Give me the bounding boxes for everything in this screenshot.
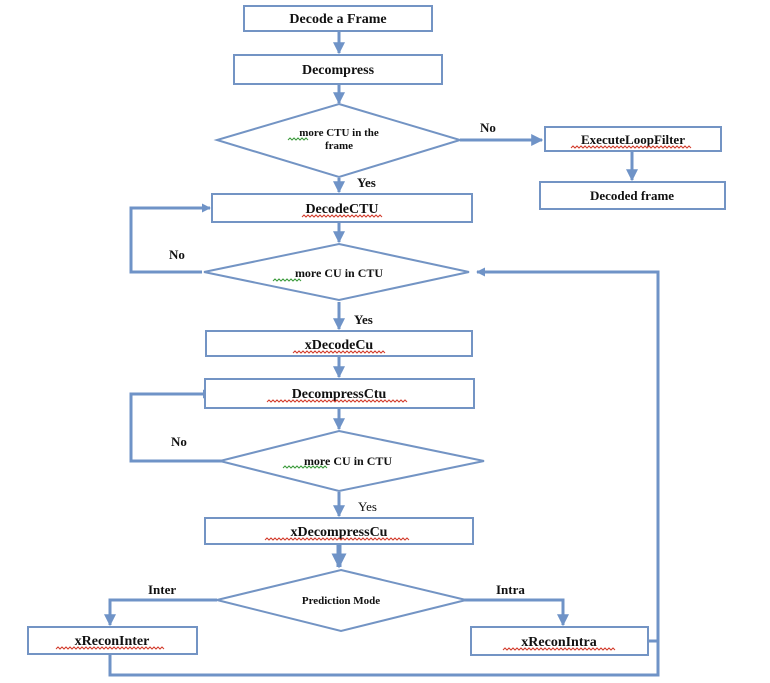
xrecon-intra-label: xReconIntra [521,635,596,650]
xdecode-cu-label: xDecodeCu [305,338,374,353]
spellcheck-underline [266,399,408,403]
loop-no-morecu1-to-decodectu [129,203,211,274]
diamond-prediction-mode: Prediction Mode [216,568,467,633]
more-ctu-label-line2: frame [325,140,353,152]
edge-label-no-ctu: No [480,120,496,135]
more-cu-1-label: more CU in CTU [295,266,383,280]
edge-label-yes-cu-1: Yes [354,312,373,327]
decompress-label: Decompress [302,63,375,78]
box-xrecon-intra: xReconIntra [470,626,649,656]
diamond-more-cu-1: more CU in CTU [203,242,470,302]
edge-label-yes-ctu: Yes [357,175,376,190]
arrow-inter-to-xreconinter [104,598,217,627]
decoded-frame-label: Decoded frame [590,188,674,203]
edge-label-intra: Intra [496,582,525,597]
more-cu-2-label: more CU in CTU [304,454,392,468]
decompress-ctu-label: DecompressCtu [292,387,387,402]
box-decompress-ctu: DecompressCtu [204,378,475,409]
spellcheck-underline [55,646,165,650]
box-xrecon-inter: xReconInter [27,626,198,655]
more-ctu-label-line1: more CTU in the [299,127,379,139]
box-decode-ctu: DecodeCTU [211,193,473,223]
spellcheck-underline [292,350,386,354]
execute-loop-filter-label: ExecuteLoopFilter [581,132,685,147]
xdecompress-cu-label: xDecompressCu [291,525,388,540]
diamond-more-ctu: more CTU in the frame [213,102,464,179]
box-decompress: Decompress [233,54,443,85]
box-xdecode-cu: xDecodeCu [205,330,473,357]
spellcheck-underline [502,647,616,651]
decode-frame-label: Decode a Frame [289,12,386,27]
edge-label-no-cu-1: No [169,247,185,262]
spellcheck-underline [301,214,383,218]
box-decoded-frame: Decoded frame [539,181,726,210]
connectors [104,31,660,677]
diamond-more-cu-2: more CU in CTU [219,429,485,493]
spellcheck-underline [282,465,328,469]
arrow-intra-to-xreconintra [464,598,569,627]
edge-labels: No Yes No Yes No Yes Inter Intra [148,120,525,597]
edge-label-yes-cu-2: Yes [358,499,377,514]
spellcheck-underline [264,537,410,541]
box-decode-frame: Decode a Frame [243,5,433,32]
loop-no-morecu2-to-decompressctu [129,389,222,463]
edge-label-inter: Inter [148,582,176,597]
prediction-mode-label: Prediction Mode [302,595,380,607]
spellcheck-underline [272,278,302,282]
edge-label-no-cu-2: No [171,434,187,449]
box-xdecompress-cu: xDecompressCu [204,517,474,545]
loop-return-to-morecu1 [108,267,660,677]
spellcheck-underline [570,145,692,149]
box-execute-loop-filter: ExecuteLoopFilter [544,126,722,152]
spellcheck-underline [287,137,309,141]
decode-ctu-label: DecodeCTU [305,202,378,217]
xrecon-inter-label: xReconInter [75,634,150,649]
